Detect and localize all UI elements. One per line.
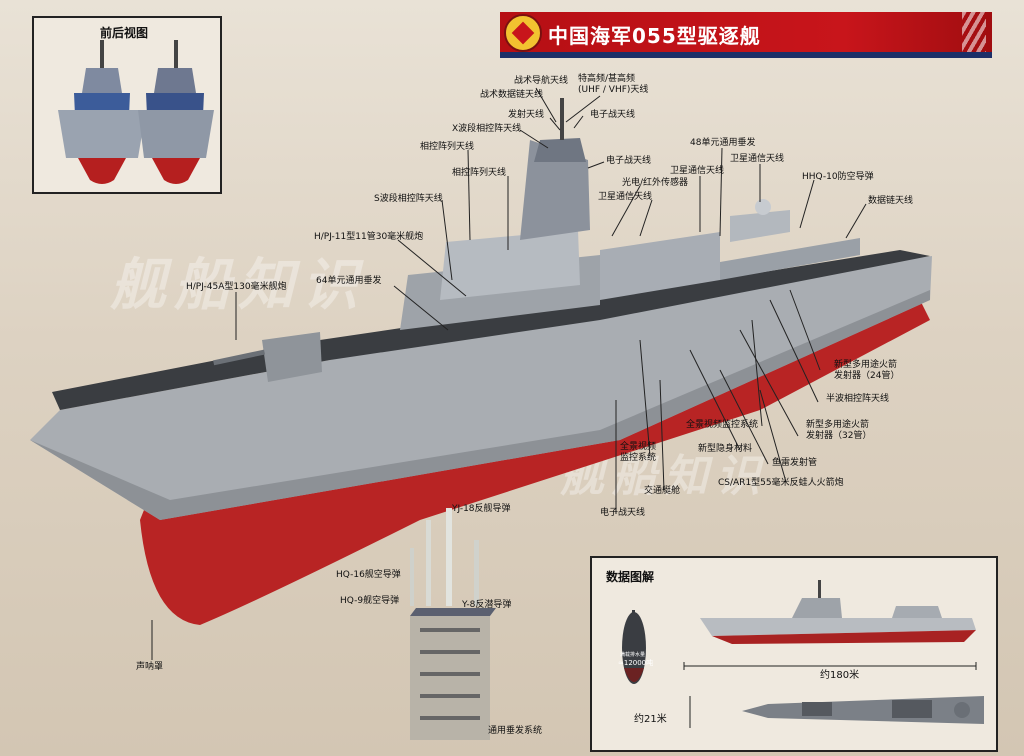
front-view-icon bbox=[58, 40, 146, 184]
leader-lines bbox=[151, 87, 867, 660]
label-boat: 交通艇舱 bbox=[644, 486, 681, 496]
data-panel-title: 数据图解 bbox=[606, 570, 655, 584]
data-panel-drawing bbox=[622, 580, 984, 728]
inset-front-back-views: 前后视图 bbox=[32, 16, 222, 194]
label-hf-antenna: 半波相控阵天线 bbox=[826, 394, 890, 404]
side-view-icon bbox=[700, 580, 976, 644]
label-pj11: H/PJ-11型11管30毫米舰炮 bbox=[314, 232, 424, 242]
top-view-icon bbox=[742, 696, 984, 724]
label-stealth: 新型隐身材料 bbox=[698, 444, 753, 454]
superstructure-icon bbox=[400, 98, 860, 330]
label-x-band: X波段相控阵天线 bbox=[452, 124, 522, 134]
label-satcom-1: 卫星通信天线 bbox=[670, 166, 725, 176]
bow-view-icon bbox=[622, 610, 646, 684]
displacement-value: ≈12000吨 bbox=[618, 659, 654, 667]
label-universal-vls: 通用垂发系统 bbox=[488, 726, 543, 736]
label-tac-nav: 战术导航天线 bbox=[514, 76, 569, 86]
label-panoramic-2: 全景视频 监控系统 bbox=[620, 442, 657, 463]
dimension-lines bbox=[683, 662, 977, 728]
missiles-icon bbox=[410, 508, 479, 606]
label-phased-array-1: 相控阵列天线 bbox=[420, 142, 475, 152]
page-title: 中国海军055型驱逐舰 bbox=[548, 24, 761, 48]
main-gun-icon bbox=[213, 332, 322, 382]
back-view-icon bbox=[138, 40, 214, 184]
label-satcom-2: 卫星通信天线 bbox=[598, 192, 653, 202]
label-uhf-vhf: 特高频/甚高频 (UHF / VHF)天线 bbox=[578, 74, 649, 95]
label-datalink: 数据链天线 bbox=[868, 196, 914, 206]
label-hhq10: HHQ-10防空导弹 bbox=[802, 172, 874, 182]
label-rocket24: 新型多用途火箭 发射器（24管） bbox=[834, 360, 900, 381]
label-sonar: 声呐罩 bbox=[136, 662, 164, 672]
label-cs-ar1: CS/AR1型55毫米反蛙人火箭炮 bbox=[718, 478, 844, 488]
label-ew-top: 电子战天线 bbox=[590, 110, 636, 120]
title-banner: 中国海军055型驱逐舰 bbox=[500, 12, 992, 58]
displacement-label: 满载排水量 bbox=[620, 652, 646, 658]
label-eo-ir: 光电/红外传感器 bbox=[622, 178, 689, 188]
label-panoramic-1: 全景视频监控系统 bbox=[686, 420, 759, 430]
label-s-band: S波段相控阵天线 bbox=[374, 194, 443, 204]
beam-value: 约21米 bbox=[634, 714, 667, 725]
label-launch-antenna: 发射天线 bbox=[508, 110, 545, 120]
watermark-top: 舰船知识 bbox=[110, 253, 366, 318]
label-hq9: HQ-9舰空导弹 bbox=[340, 596, 400, 606]
label-hq16: HQ-16舰空导弹 bbox=[336, 570, 401, 580]
label-rocket32: 新型多用途火箭 发射器（32管） bbox=[806, 420, 872, 441]
label-vls64: 64单元通用垂发 bbox=[316, 276, 382, 286]
label-tac-datalink: 战术数据链天线 bbox=[480, 90, 544, 100]
navy-emblem-icon bbox=[504, 14, 542, 52]
label-ew-mid: 电子战天线 bbox=[606, 156, 652, 166]
length-value: 约180米 bbox=[820, 670, 860, 681]
banner-stripe bbox=[962, 12, 986, 52]
label-ew-low: 电子战天线 bbox=[600, 508, 646, 518]
front-back-views-drawing bbox=[58, 40, 214, 184]
label-phased-array-2: 相控阵列天线 bbox=[452, 168, 507, 178]
label-48vls: 48单元通用垂发 bbox=[690, 138, 756, 148]
inset-title: 前后视图 bbox=[100, 26, 149, 40]
data-panel: 数据图解 满载排水量 ≈12000吨 约180米 约2 bbox=[590, 556, 998, 752]
vls-module-icon bbox=[410, 608, 496, 740]
label-pj45: H/PJ-45A型130毫米舰炮 bbox=[186, 282, 287, 292]
label-torpedo: 鱼雷发射管 bbox=[772, 458, 818, 468]
label-y8: Y-8反潜导弹 bbox=[462, 600, 512, 610]
label-satcom-3: 卫星通信天线 bbox=[730, 154, 785, 164]
label-yj18: YJ-18反舰导弹 bbox=[452, 504, 511, 514]
